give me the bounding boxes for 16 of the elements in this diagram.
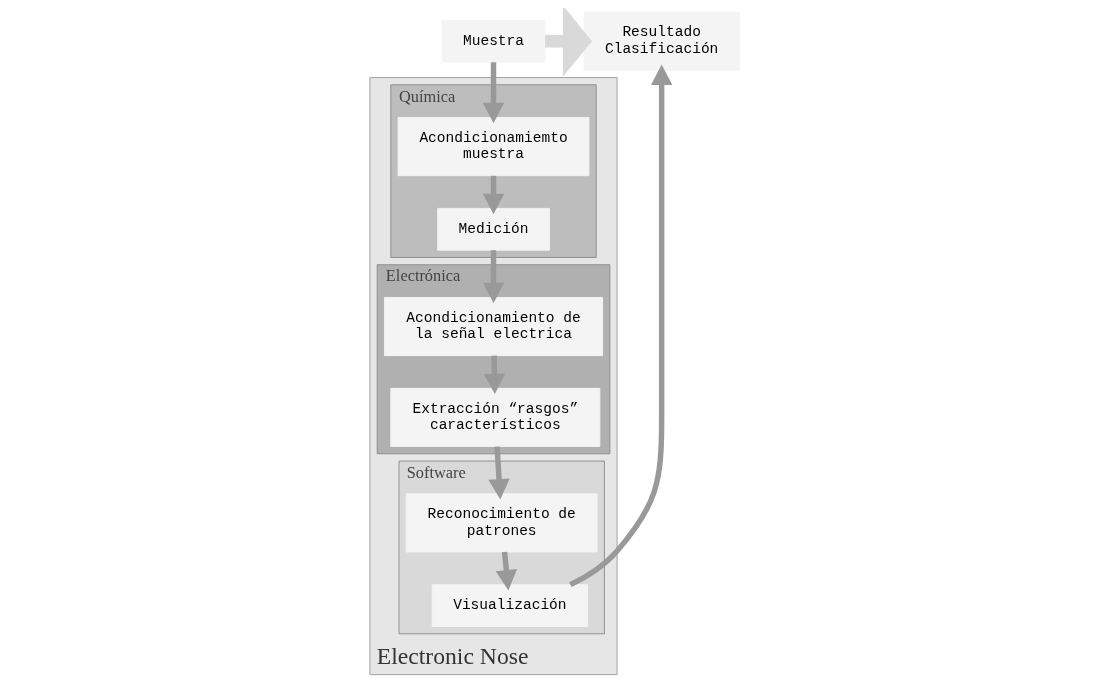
arrow [482, 175, 505, 215]
arrow [495, 551, 518, 591]
node-box: Muestra [441, 19, 546, 63]
node-box: Acondicionamiento de la señal electrica [384, 297, 604, 357]
arrow [482, 62, 505, 124]
arrow [482, 250, 505, 304]
arrow [545, 8, 592, 77]
node-box: Resultado Clasificación [583, 11, 740, 71]
node-box: Extracción “rasgos” característicos [390, 387, 601, 447]
node-box: Visualización [431, 584, 589, 627]
node-box: Reconocimiento de patrones [405, 493, 598, 553]
node-box: Acondicionamiemto muestra [397, 117, 590, 177]
arrow [488, 446, 510, 500]
arrow [483, 355, 506, 395]
node-box: Medición [437, 207, 550, 251]
arrow [569, 64, 673, 588]
